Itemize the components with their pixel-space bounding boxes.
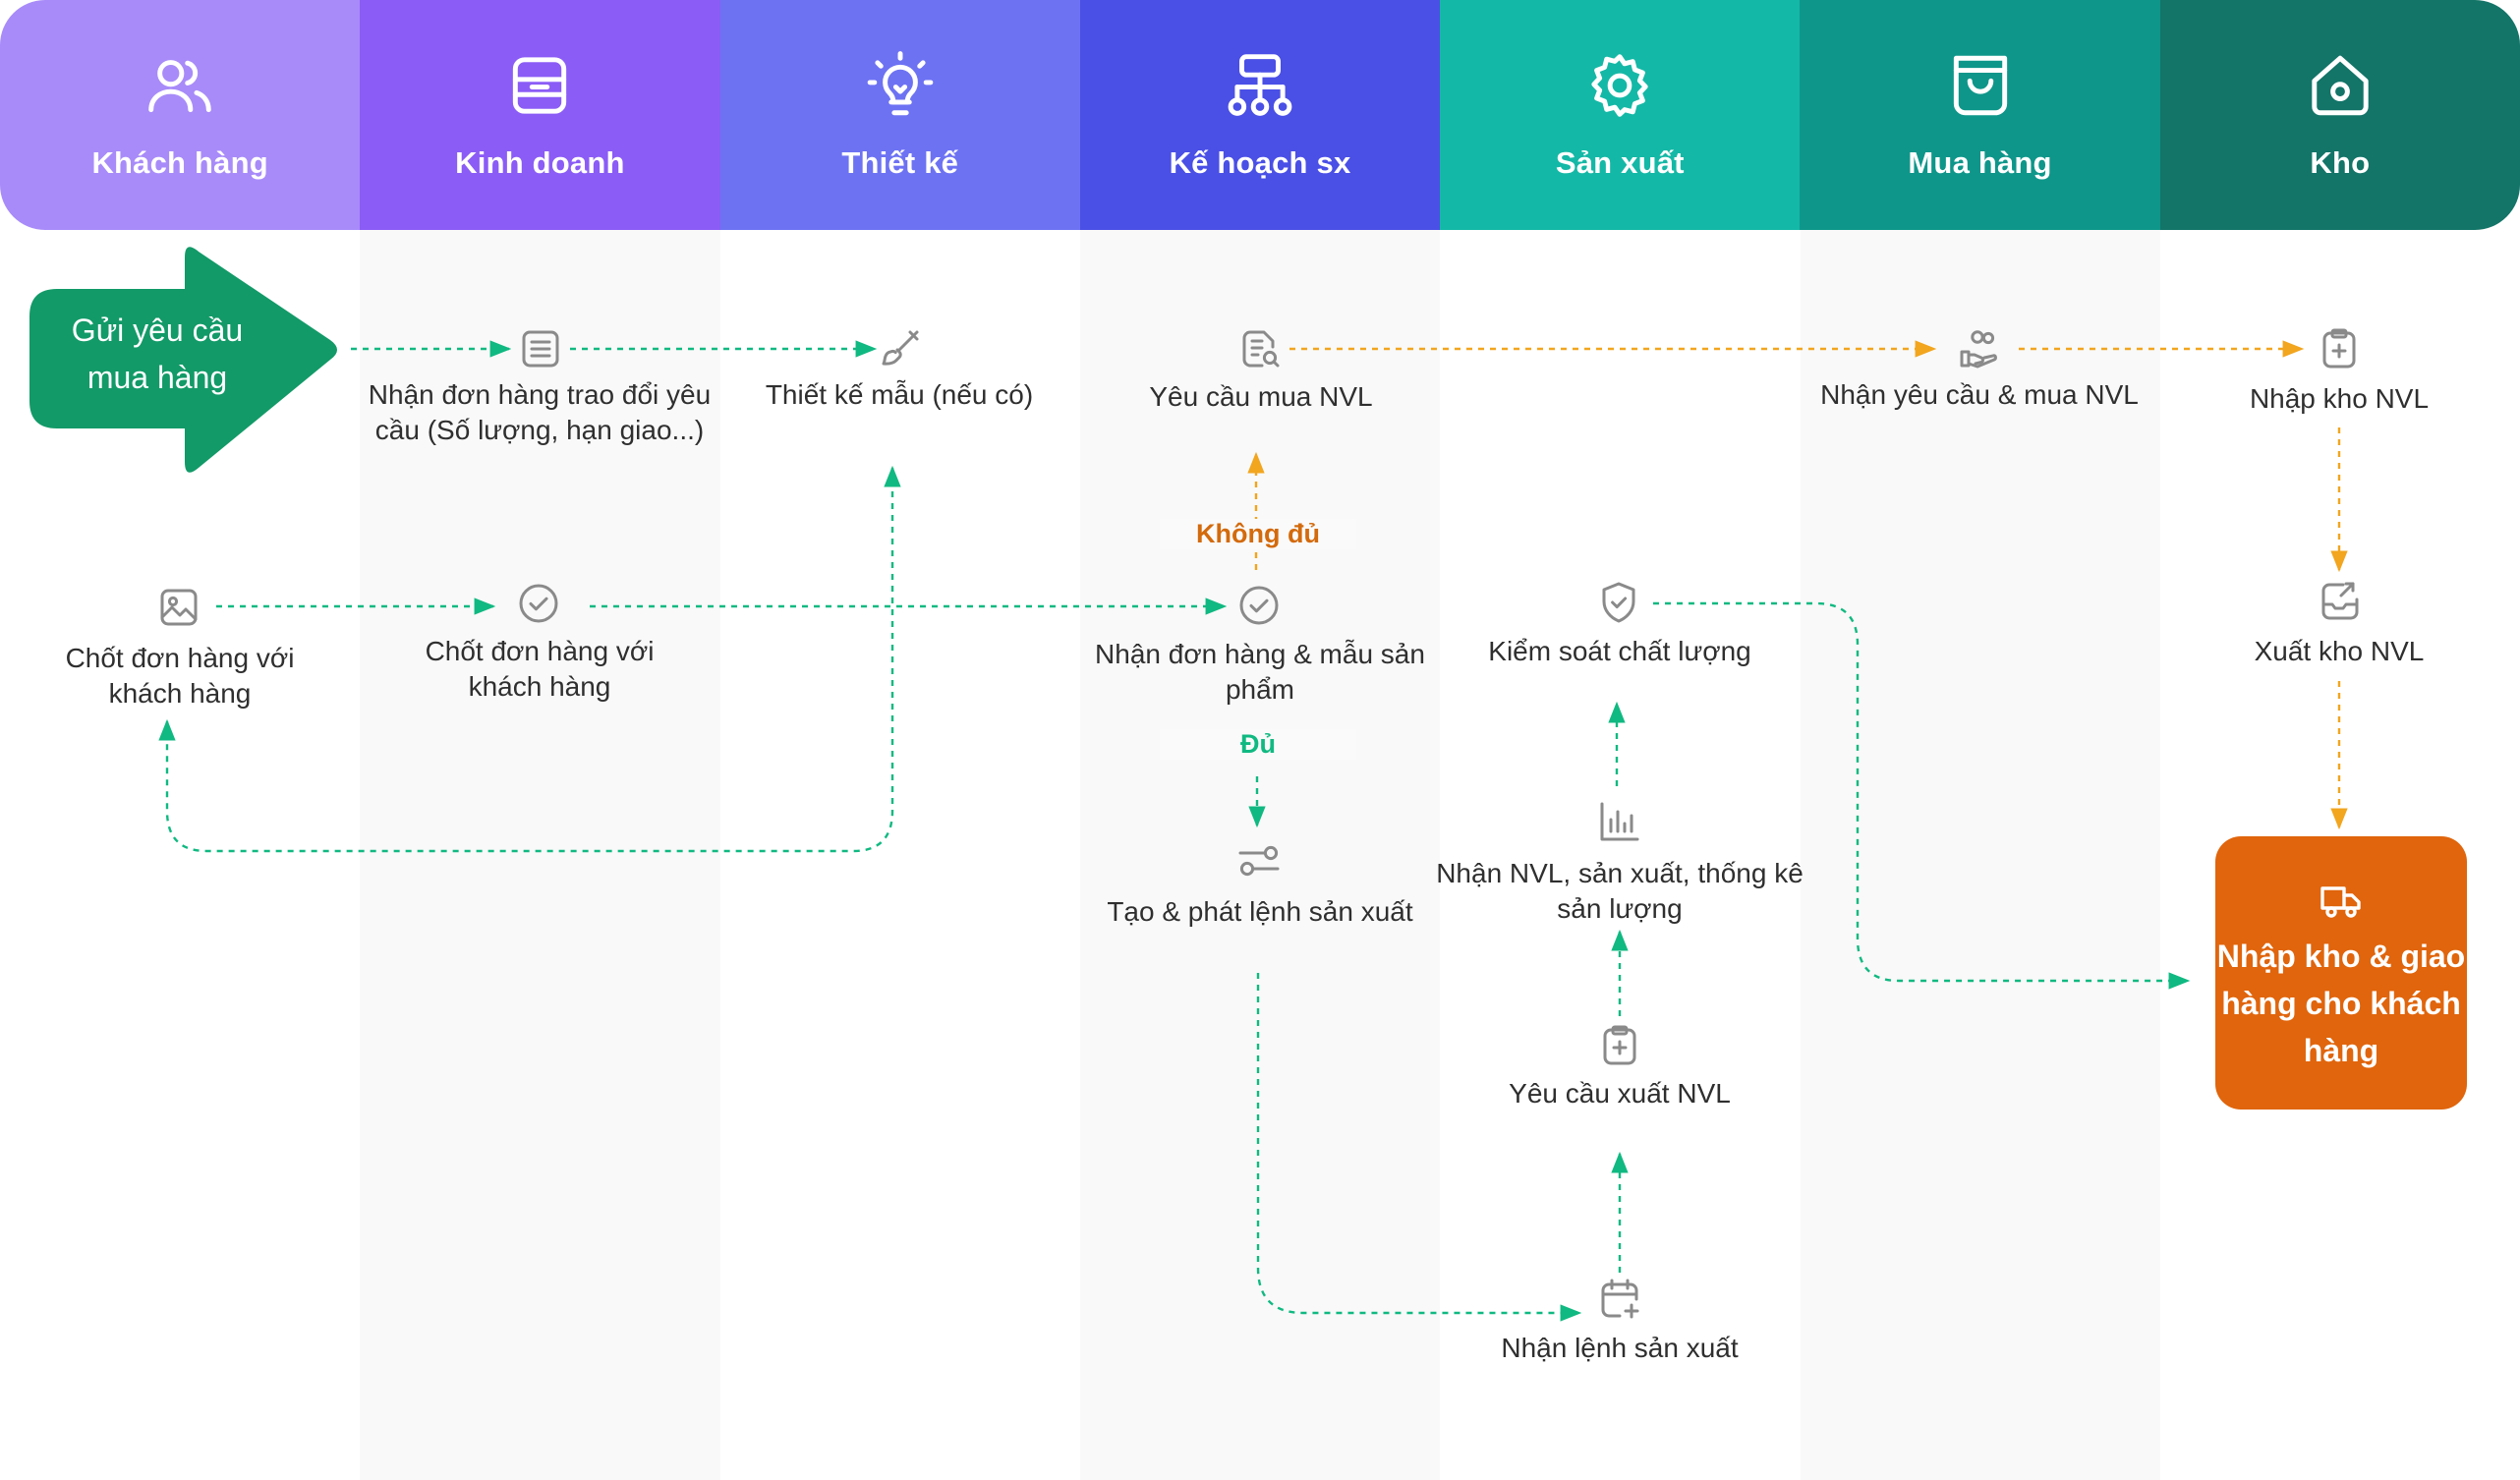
condition-enough: Đủ [1160, 729, 1356, 760]
box-export-icon [2321, 582, 2359, 620]
connector-quality-to-end [1653, 601, 2191, 990]
lane-label: Kế hoạch sx [1169, 145, 1351, 180]
calendar-plus-icon [1601, 1279, 1639, 1319]
lane-header-design: Thiết kế [719, 0, 1080, 230]
document-search-icon [1242, 330, 1280, 368]
node-customer-confirm: Chốt đơn hàng với khách hàng [65, 643, 295, 709]
shopping-bag-icon [1953, 55, 2007, 116]
lane-header-planning: Kế hoạch sx [1079, 0, 1441, 230]
clipboard-plus-icon [1603, 1025, 1636, 1065]
node-receive-order: Nhận đơn hàng trao đổi yêu cầu (Số lượng… [368, 379, 712, 445]
bar-chart-icon [1600, 802, 1639, 841]
node-production-stats: Nhận NVL, sản xuất, thống kê sản lượng [1436, 858, 1804, 924]
sliders-icon [1238, 845, 1280, 877]
node-create-order: Tạo & phát lệnh sản xuất [1107, 896, 1413, 927]
node-sales-confirm: Chốt đơn hàng với khách hàng [425, 636, 655, 702]
lane-label: Kho [2310, 145, 2371, 180]
home-icon [2312, 55, 2369, 116]
lightbulb-icon [867, 51, 934, 116]
node-receive-production-order: Nhận lệnh sản xuất [1501, 1333, 1739, 1363]
gear-icon [1591, 54, 1648, 117]
node-import-material: Nhập kho NVL [2249, 383, 2430, 414]
connector-design-loop-to-customer [158, 465, 901, 853]
document-list-icon [522, 330, 559, 368]
end-label: Nhập kho & giao hàng cho khách hàng [2216, 939, 2466, 1068]
lane-label: Kinh doanh [455, 145, 625, 180]
users-icon [148, 60, 211, 113]
lane-label: Thiết kế [841, 145, 959, 180]
check-circle-icon [519, 584, 558, 623]
node-plan-receive: Nhận đơn hàng & mẫu sản phẩm [1095, 639, 1425, 705]
clipboard-plus-icon [2322, 328, 2356, 369]
truck-icon [2320, 886, 2361, 918]
lane-header-production: Sản xuất [1440, 0, 1801, 230]
lane-header-customer: Khách hàng [0, 0, 361, 230]
inbox-icon [513, 57, 567, 114]
connector-create-order-to-receive-production-order [1256, 973, 1582, 1322]
lane-header-purchasing: Mua hàng [1800, 0, 2160, 230]
lane-label: Khách hàng [91, 145, 268, 180]
image-icon [160, 589, 198, 626]
lane-header-sales: Kinh doanh [360, 0, 720, 230]
node-request-export: Yêu cầu xuất NVL [1509, 1078, 1731, 1109]
node-purchase-receive: Nhận yêu cầu & mua NVL [1820, 379, 2139, 410]
node-quality-control: Kiểm soát chất lượng [1488, 636, 1751, 666]
shield-check-icon [1602, 582, 1635, 623]
hand-coins-icon [1960, 330, 1997, 369]
lane-label: Mua hàng [1908, 145, 2052, 180]
node-export-material: Xuất kho NVL [2254, 636, 2425, 666]
check-circle-icon [1239, 586, 1279, 625]
start-label: Gửi yêu cầu mua hàng [71, 313, 244, 395]
lane-bg-purchasing [1800, 0, 2160, 1480]
sitemap-icon [1228, 54, 1292, 116]
end-box: Nhập kho & giao hàng cho khách hàng [2215, 836, 2467, 1110]
node-design-sample: Thiết kế mẫu (nếu có) [765, 379, 1034, 410]
brush-icon [882, 330, 919, 366]
condition-not-enough: Không đủ [1160, 519, 1356, 549]
lane-label: Sản xuất [1555, 145, 1685, 180]
lane-header-warehouse: Kho [2159, 0, 2520, 230]
lane-header: Khách hàng Kinh doanh Thiết kế Kế hoạch … [0, 0, 2520, 230]
node-request-material: Yêu cầu mua NVL [1149, 381, 1373, 412]
start-arrow-shape [29, 247, 337, 473]
